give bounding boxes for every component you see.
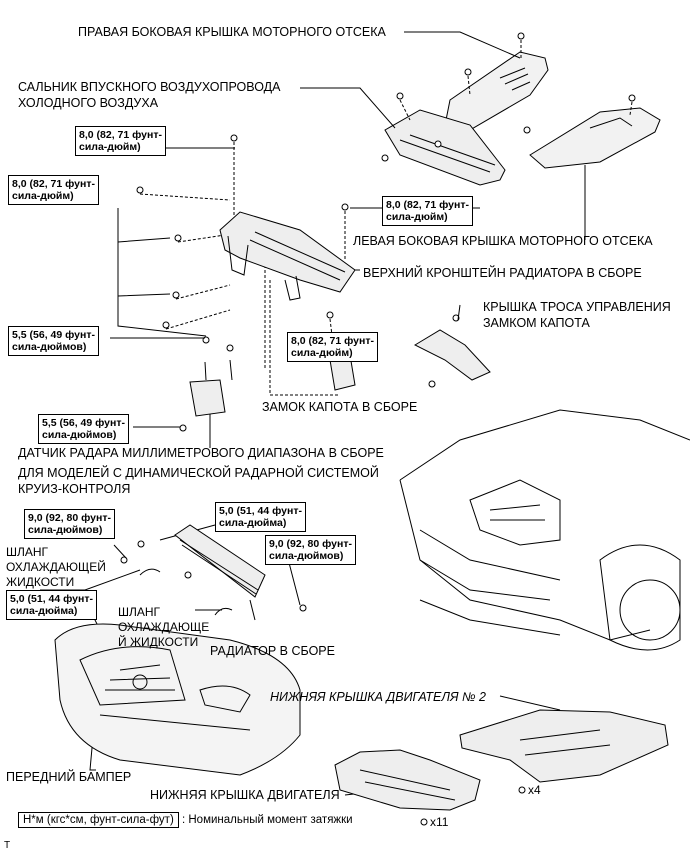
label-hood-lock: ЗАМОК КАПОТА В СБОРЕ bbox=[262, 400, 418, 414]
torque-box: 8,0 (82, 71 фунт-сила-дюйм) bbox=[8, 175, 99, 205]
legend-unit-box: Н*м (кгс*см, фунт-сила-фут) bbox=[18, 812, 179, 828]
label-front-bumper: ПЕРЕДНИЙ БАМПЕР bbox=[6, 770, 132, 784]
radar-sensor bbox=[189, 359, 233, 417]
hood-cable-cover bbox=[413, 329, 491, 381]
left-side-cover bbox=[529, 107, 661, 169]
label-left-side-cover: ЛЕВАЯ БОКОВАЯ КРЫШКА МОТОРНОГО ОТСЕКА bbox=[353, 234, 653, 248]
qty-x4: x4 bbox=[528, 783, 541, 797]
label-cable-cover: КРЫШКА ТРОСА УПРАВЛЕНИЯ bbox=[483, 300, 671, 314]
under-cover bbox=[334, 749, 481, 811]
label-intake-seal: САЛЬНИК ВПУСКНОГО ВОЗДУХОПРОВОДА bbox=[18, 80, 281, 94]
vehicle-view bbox=[399, 409, 690, 651]
front-bumper bbox=[54, 623, 301, 776]
label-cable-cover-cont: ЗАМКОМ КАПОТА bbox=[483, 316, 590, 330]
under-cover-2 bbox=[459, 709, 669, 783]
torque-box: 5,5 (56, 49 фунт-сила-дюймов) bbox=[38, 414, 129, 444]
callout-lines bbox=[40, 31, 586, 796]
torque-box: 8,0 (82, 71 фунт-сила-дюйм) bbox=[75, 126, 166, 156]
torque-box: 9,0 (92, 80 фунт-сила-дюймов) bbox=[24, 509, 115, 539]
label-upper-bracket: ВЕРХНИЙ КРОНШТЕЙН РАДИАТОРА В СБОРЕ bbox=[363, 266, 642, 280]
intake-seal bbox=[384, 109, 506, 186]
torque-box: 9,0 (92, 80 фунт-сила-дюймов) bbox=[265, 535, 356, 565]
torque-box: 8,0 (82, 71 фунт-сила-дюйм) bbox=[287, 332, 378, 362]
label-hose-2-c: Й ЖИДКОСТИ bbox=[118, 635, 199, 649]
label-hose-2: ШЛАНГ bbox=[118, 605, 161, 619]
label-radar-models: ДЛЯ МОДЕЛЕЙ С ДИНАМИЧЕСКОЙ РАДАРНОЙ СИСТ… bbox=[18, 466, 379, 480]
coolant-hose-2 bbox=[214, 607, 233, 616]
torque-box: 8,0 (82, 71 фунт-сила-дюйм) bbox=[382, 196, 473, 226]
legend-text: : Номинальный момент затяжки bbox=[181, 814, 353, 826]
torque-box: 5,5 (56, 49 фунт-сила-дюймов) bbox=[8, 326, 99, 356]
torque-box: 5,0 (51, 44 фунт-сила-дюйма) bbox=[6, 590, 97, 620]
label-hose-1-b: ОХЛАЖДАЮЩЕЙ bbox=[6, 560, 106, 574]
upper-radiator-bracket bbox=[219, 211, 356, 301]
label-hose-1-c: ЖИДКОСТИ bbox=[6, 575, 75, 589]
label-hose-1: ШЛАНГ bbox=[6, 545, 49, 559]
torque-legend: Н*м (кгс*см, фунт-сила-фут) : Номинальны… bbox=[18, 812, 353, 828]
label-intake-seal-cont: ХОЛОДНОГО ВОЗДУХА bbox=[18, 96, 159, 110]
label-under-cover-2: НИЖНЯЯ КРЫШКА ДВИГАТЕЛЯ № 2 bbox=[270, 690, 486, 704]
label-hose-2-b: ОХЛАЖДАЮЩЕ bbox=[118, 620, 210, 634]
label-radar-sensor: ДАТЧИК РАДАРА МИЛЛИМЕТРОВОГО ДИАПАЗОНА В… bbox=[18, 446, 384, 460]
qty-x11: x11 bbox=[430, 815, 449, 829]
corner-mark: T bbox=[4, 840, 11, 851]
label-radiator: РАДИАТОР В СБОРЕ bbox=[210, 644, 335, 658]
radiator bbox=[174, 524, 266, 598]
label-right-side-cover: ПРАВАЯ БОКОВАЯ КРЫШКА МОТОРНОГО ОТСЕКА bbox=[78, 25, 386, 39]
right-side-cover bbox=[444, 51, 549, 131]
torque-box: 5,0 (51, 44 фунт-сила-дюйма) bbox=[215, 502, 306, 532]
coolant-hose-1 bbox=[139, 568, 161, 576]
leader-lines bbox=[139, 40, 633, 396]
label-radar-models-cont: КРУИЗ-КОНТРОЛЯ bbox=[18, 482, 131, 496]
label-under-cover: НИЖНЯЯ КРЫШКА ДВИГАТЕЛЯ bbox=[150, 788, 340, 802]
